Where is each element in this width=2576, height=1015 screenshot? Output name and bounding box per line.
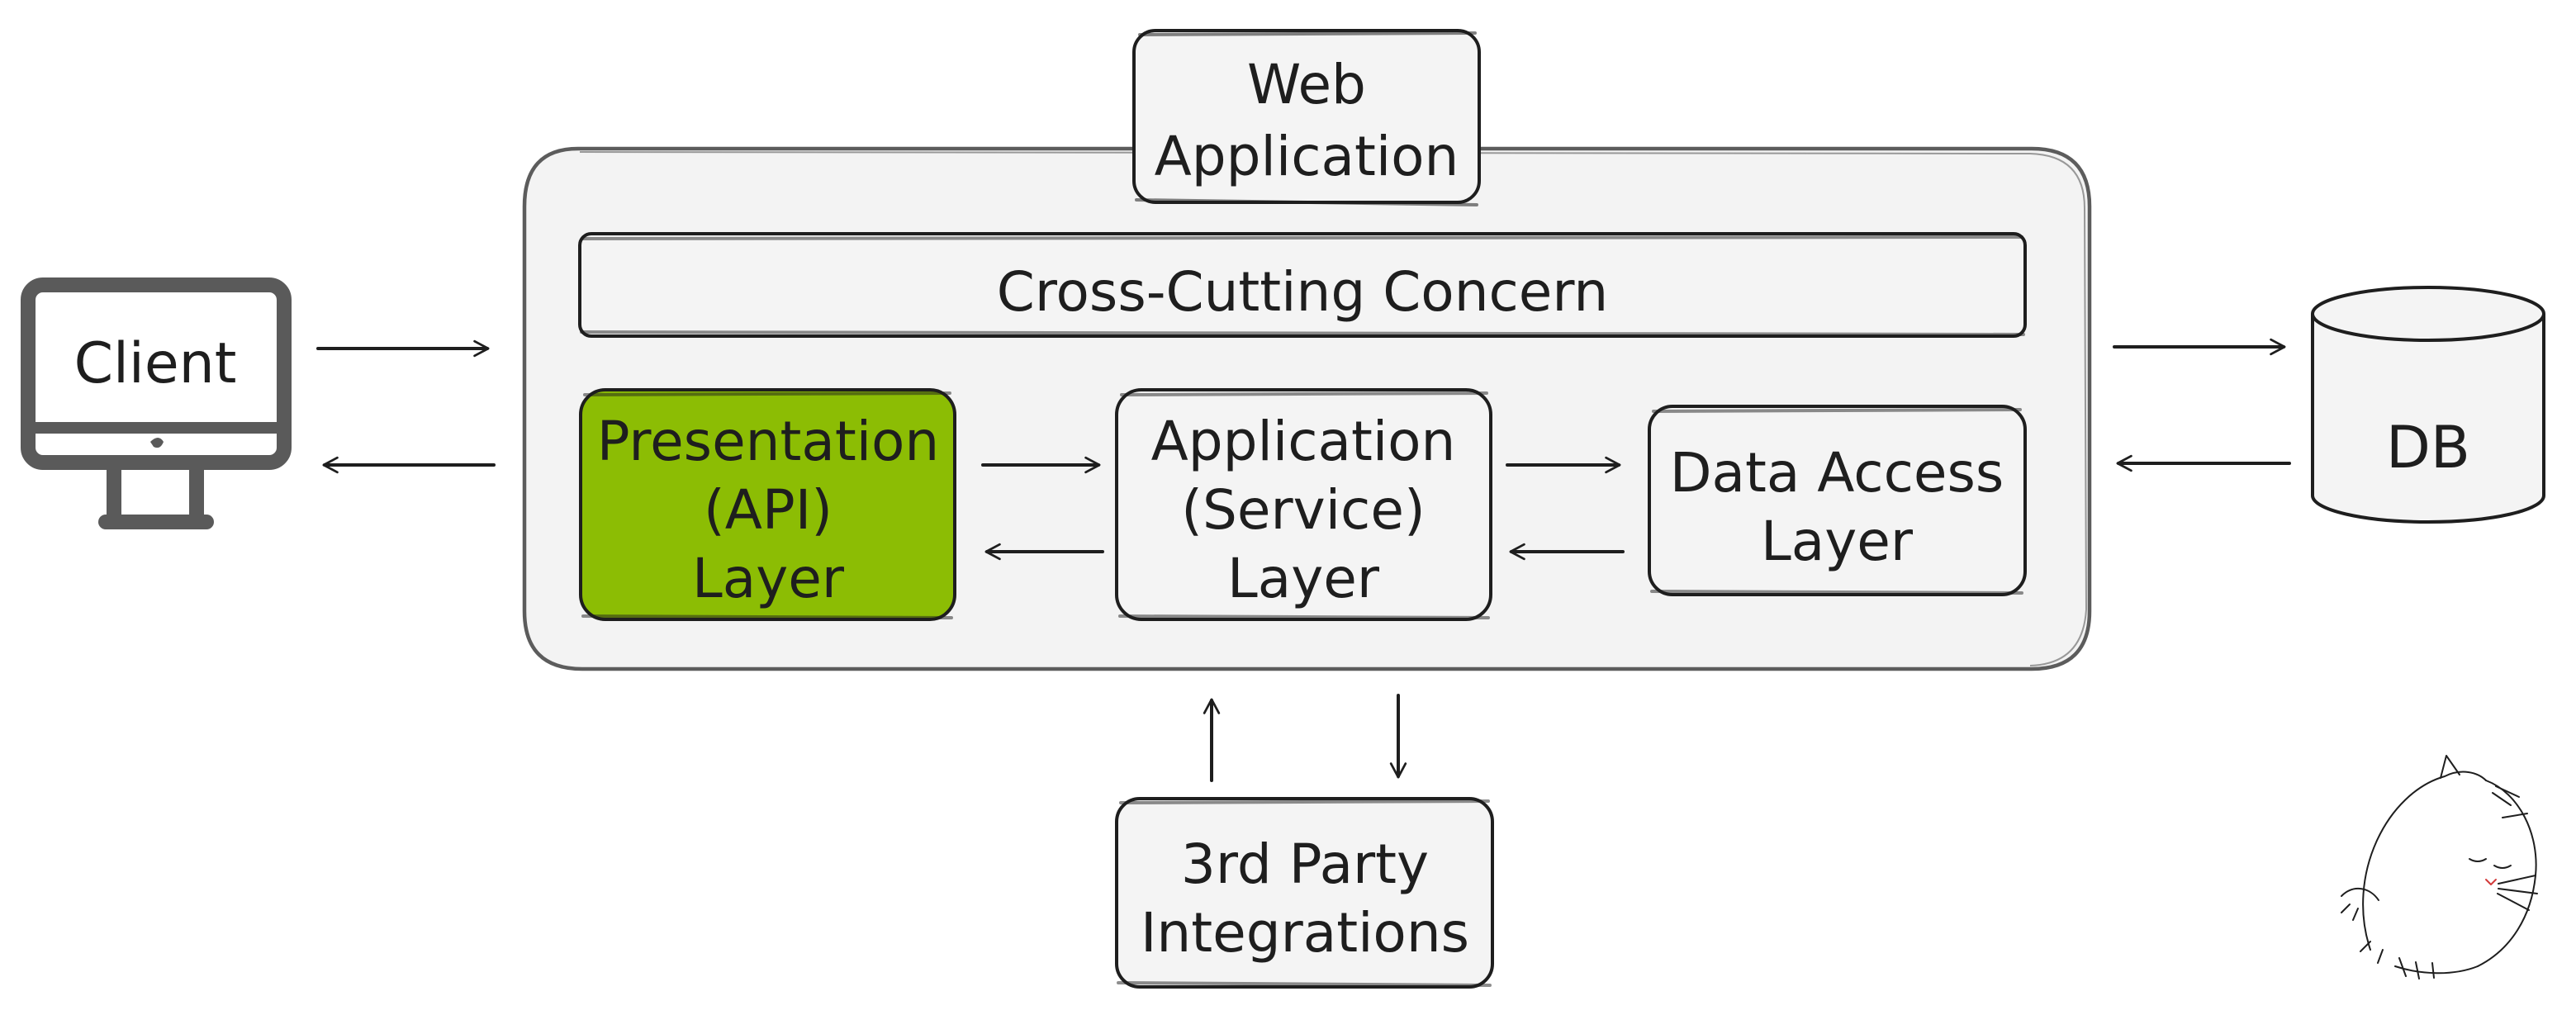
arrows <box>316 338 2291 782</box>
third-party-integrations-label-line1: 3rd Party <box>1181 832 1429 896</box>
data-access-layer-label-line1: Data Access <box>1670 441 2004 505</box>
presentation-layer-label-line2: (API) <box>704 478 833 542</box>
third-party-integrations-label-line2: Integrations <box>1141 901 1469 965</box>
client-label: Client <box>74 331 237 396</box>
cross-cutting-concern-box: Cross-Cutting Concern <box>578 232 2027 338</box>
db-label: DB <box>2386 414 2470 481</box>
presentation-layer-label-line1: Presentation <box>597 410 940 473</box>
sleeping-cat-doodle-icon <box>2341 755 2538 979</box>
presentation-layer-label-line3: Layer <box>692 547 845 610</box>
application-service-layer-label-line2: (Service) <box>1181 478 1425 542</box>
web-application-title-box: Web Application <box>1132 29 1481 206</box>
data-access-layer-box: Data Access Layer <box>1648 405 2027 596</box>
application-service-layer-label-line3: Layer <box>1227 547 1380 610</box>
web-application-label-line1: Web <box>1247 53 1366 116</box>
third-party-integrations-box: 3rd Party Integrations <box>1115 797 1494 989</box>
web-application-label-line2: Application <box>1155 125 1459 188</box>
cross-cutting-concern-label: Cross-Cutting Concern <box>997 260 1608 324</box>
presentation-layer-box: Presentation (API) Layer <box>579 388 956 621</box>
application-service-layer-box: Application (Service) Layer <box>1115 388 1492 621</box>
data-access-layer-label-line2: Layer <box>1761 510 1914 573</box>
application-service-layer-label-line1: Application <box>1151 410 1456 473</box>
db-cylinder-icon: DB <box>2311 286 2545 524</box>
client-monitor-icon: Client <box>21 277 292 529</box>
